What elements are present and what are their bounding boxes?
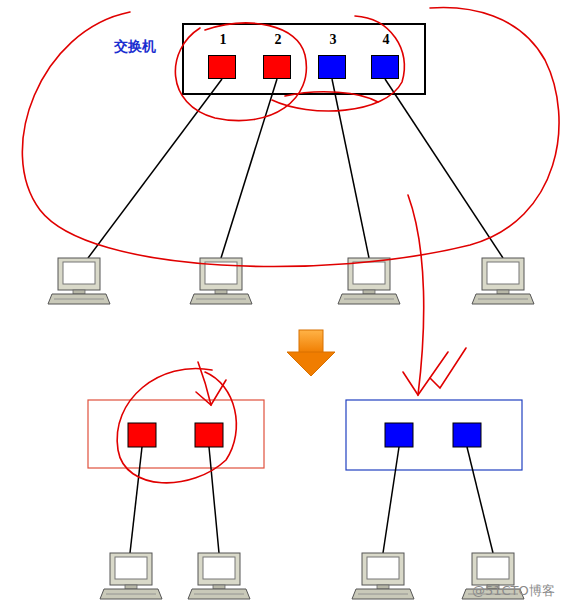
port-square: 1 <box>208 55 236 79</box>
port-square: 2 <box>263 55 291 79</box>
cable-lines-lower <box>130 447 493 553</box>
port-square: 4 <box>371 55 399 79</box>
computer-icons <box>48 258 534 304</box>
vlan-blue-box <box>346 400 522 470</box>
transform-arrow <box>287 330 335 376</box>
cable-lines <box>88 79 503 258</box>
vlan-red-box <box>88 400 264 468</box>
computer-icons-lower <box>100 553 524 599</box>
switch-box: 交换机1234 <box>182 23 426 95</box>
port-number: 4 <box>372 32 400 48</box>
watermark: @51CTO博客 <box>472 582 555 600</box>
switch-label: 交换机 <box>114 38 156 56</box>
port-square: 3 <box>318 55 346 79</box>
port-number: 2 <box>264 32 292 48</box>
port-number: 1 <box>209 32 237 48</box>
port-number: 3 <box>319 32 347 48</box>
